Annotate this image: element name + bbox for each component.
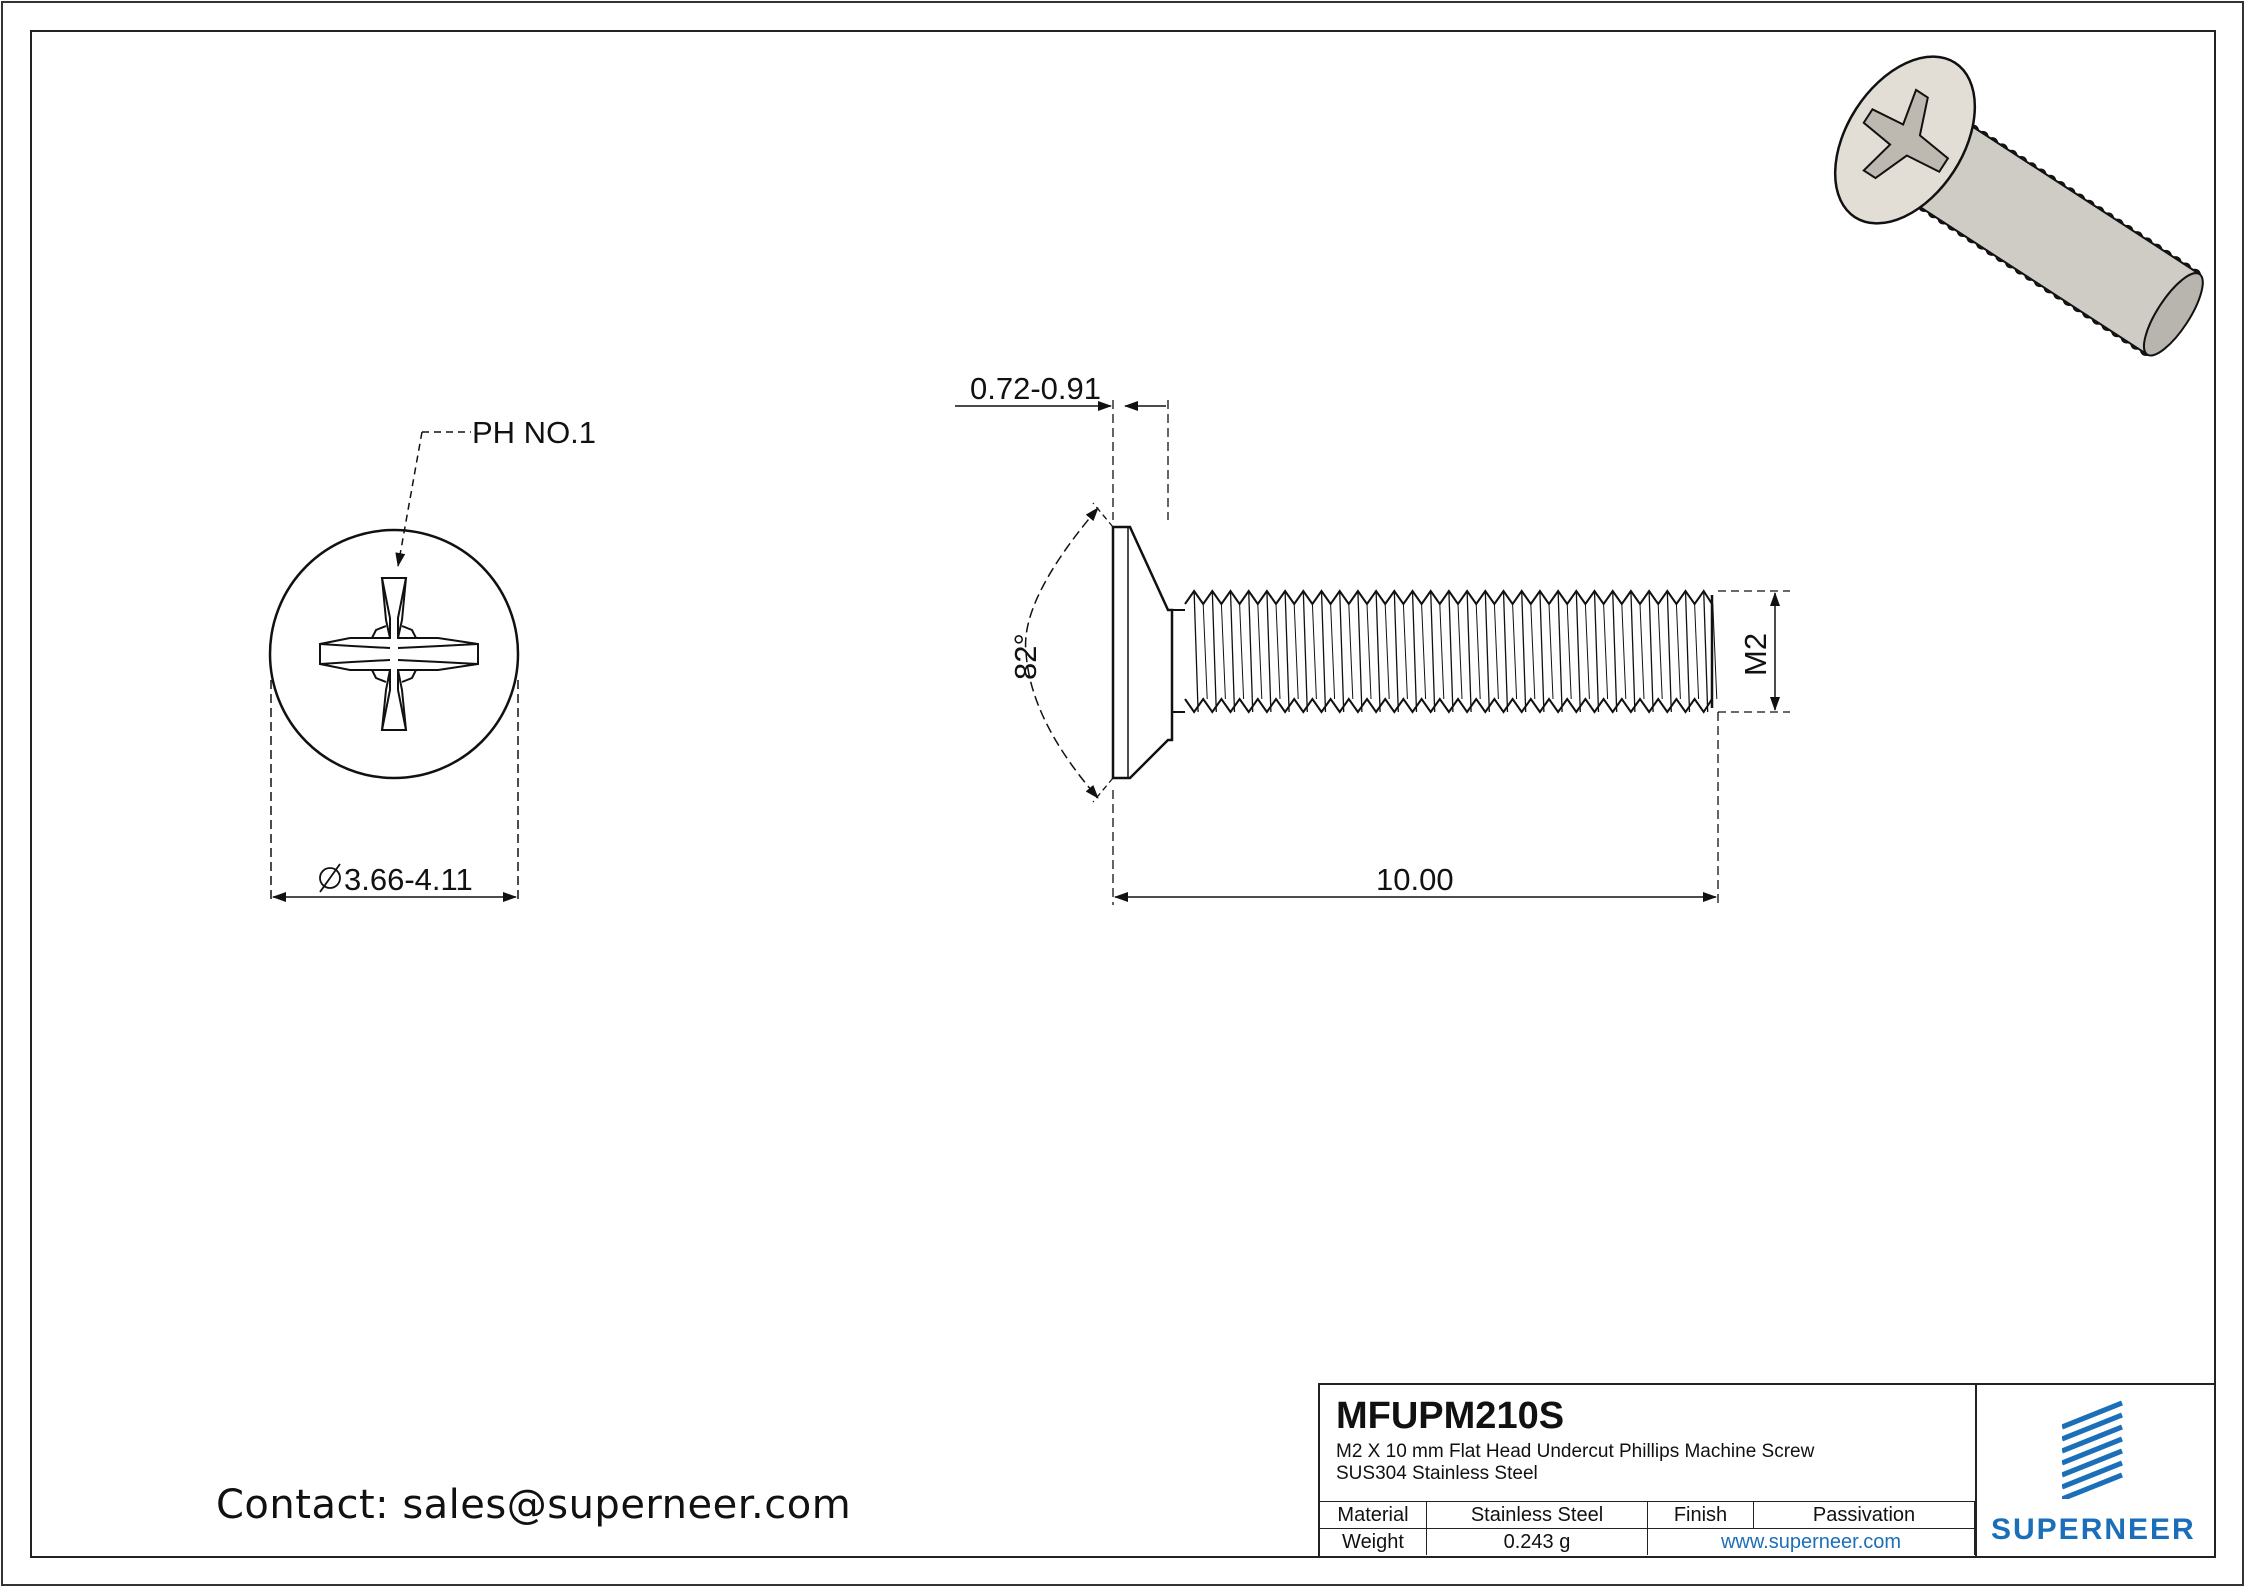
thread-root-line [1475,603,1481,700]
thread-line [1612,590,1618,713]
thread-root-line [1530,603,1536,700]
finish-label: Finish [1647,1501,1754,1529]
thread-root-line [1202,603,1208,700]
thread-line [1248,590,1254,713]
thread-line [1229,590,1236,713]
thread-line [1593,590,1600,713]
thread-line [1448,590,1454,713]
thread-line [1393,590,1399,713]
thread-crest-line [1184,697,1713,714]
weight-value: 0.243 g [1426,1528,1648,1555]
thread-root-line [1311,603,1317,700]
superneer-logo-icon [2062,1400,2123,1499]
thread-line [1266,590,1272,713]
thread-root-line [1220,603,1226,700]
thread-root-line [1275,603,1281,700]
title-block: MFUPM210S M2 X 10 mm Flat Head Undercut … [1318,1383,2215,1557]
screw-isometric-view [1833,55,2204,357]
inner-border [30,30,2216,1558]
thread-root-line [1239,603,1245,700]
phillips-recess [319,577,479,731]
length-label: 10.00 [1376,862,1454,897]
thread-root-line [1457,603,1463,700]
thread-root-line [1293,603,1299,700]
thread-root-line [1421,603,1427,700]
thread-root-line [1366,603,1372,700]
material-label: Material [1320,1501,1427,1529]
thread-root-line [1402,603,1408,700]
thread-root-line [1548,603,1554,700]
material-value: Stainless Steel [1426,1501,1648,1529]
head-diameter-label: 3.66-4.11 [344,862,473,897]
logo-text: SUPERNEER [1991,1513,2196,1546]
thread-root-line [1694,603,1700,700]
thread-root-line [1584,603,1590,700]
thread-root-line [1512,603,1518,700]
thread-root-line [1603,603,1609,700]
thread-root-line [1621,603,1627,700]
head-top-view [268,431,520,904]
thread-line [1684,590,1691,713]
logo-cell: SUPERNEER [1975,1385,2217,1557]
thread-line [1630,590,1636,713]
thread-profile [1184,589,1718,714]
table-row: Weight 0.243 g www.superneer.com [1320,1528,1975,1555]
thread-line [1539,590,1545,713]
ph-callout: PH NO.1 [472,415,596,450]
thread-root-line [1657,603,1663,700]
thread-line [1703,590,1709,713]
finish-value: Passivation [1753,1501,1975,1529]
thread-line [1466,590,1472,713]
diameter-symbol [319,863,341,893]
thread-root-line [1257,603,1263,700]
weight-label: Weight [1320,1528,1427,1555]
thread-root-line [1712,603,1718,700]
thread-root-line [1566,603,1572,700]
contact-email[interactable]: Contact: sales@superneer.com [216,1482,852,1528]
part-number: MFUPM210S [1336,1395,1565,1437]
thread-line [1302,590,1308,713]
thread-line [1521,590,1527,713]
thread-line [1648,590,1654,713]
angle-dim-arc [1024,507,1099,799]
thread-root-line [1639,603,1645,700]
spec-table: Material Stainless Steel Finish Passivat… [1320,1501,1975,1555]
thread-root-line [1493,603,1499,700]
thread-root-line [1330,603,1336,700]
table-row: Material Stainless Steel Finish Passivat… [1320,1501,1975,1529]
website-link[interactable]: www.superneer.com [1647,1528,1975,1555]
thread-line [1375,590,1381,713]
part-description: M2 X 10 mm Flat Head Undercut Phillips M… [1336,1441,1815,1484]
thread-line [1284,590,1290,713]
thread-line [1666,590,1672,713]
head-height-label: 0.72-0.91 [970,371,1101,406]
thread-size-label: M2 [1738,633,1773,676]
thread-line [1320,590,1327,713]
thread-line [1357,590,1363,713]
thread-line [1575,590,1581,713]
thread-root-line [1348,603,1354,700]
thread-line [1411,590,1418,713]
countersink-angle-label: 82° [1008,633,1043,680]
screw-side-view [955,400,1790,905]
thread-line [1430,590,1436,713]
thread-line [1502,590,1509,713]
thread-line [1557,590,1563,713]
thread-line [1211,590,1217,713]
thread-line [1193,590,1199,713]
thread-root-line [1675,603,1681,700]
thread-line [1484,590,1490,713]
thread-line [1339,590,1345,713]
thread-root-line [1384,603,1390,700]
thread-root-line [1439,603,1445,700]
